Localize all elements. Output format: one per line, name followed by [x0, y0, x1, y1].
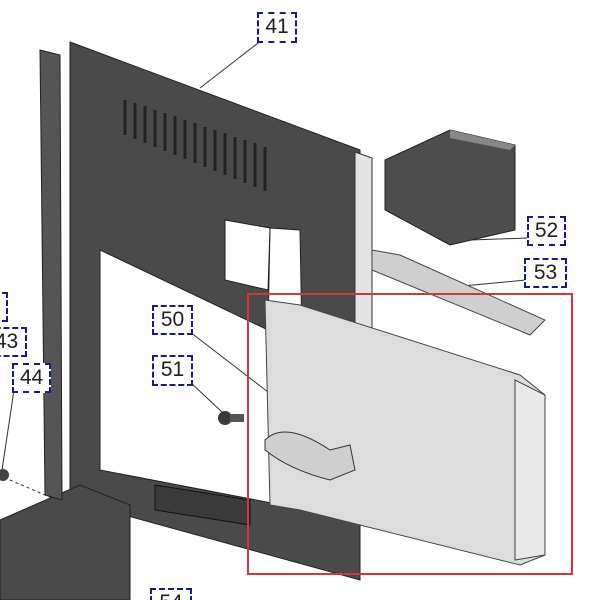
callout-54: 54	[150, 588, 192, 600]
rear-panel-41	[69, 41, 373, 581]
part-44-screw	[0, 469, 9, 481]
callout-52: 52	[527, 216, 566, 246]
screw-51	[218, 411, 244, 425]
callout-44: 44	[12, 363, 51, 393]
part-52-module	[384, 129, 516, 246]
part-54-housing	[0, 484, 131, 600]
part-43-strip	[39, 49, 63, 501]
callout-partial	[0, 292, 8, 322]
part-50-cover	[264, 299, 546, 566]
highlight-box	[247, 293, 573, 575]
callout-51: 51	[152, 355, 193, 386]
callout-53: 53	[524, 258, 567, 288]
vent-slots	[123, 100, 267, 191]
callout-41: 41	[257, 12, 297, 43]
callout-43: 43	[0, 327, 27, 357]
callout-50: 50	[152, 305, 193, 335]
part-53-rail	[371, 249, 546, 336]
